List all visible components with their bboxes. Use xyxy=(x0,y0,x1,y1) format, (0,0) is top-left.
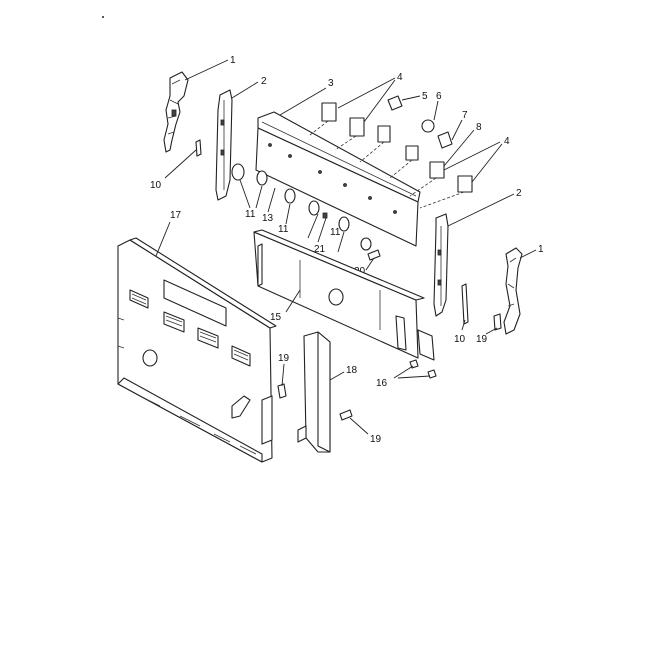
leader-4b-1 xyxy=(443,141,501,171)
leader-21-2 xyxy=(317,217,327,243)
rear-bracket-part xyxy=(297,331,331,453)
screw-16a-part xyxy=(409,359,419,369)
callout-10b: 10 xyxy=(454,334,466,345)
leader-1b xyxy=(519,249,537,259)
callout-7: 7 xyxy=(462,110,468,121)
callout-4a: 4 xyxy=(397,72,403,83)
leader-13 xyxy=(267,187,276,213)
leader-11c xyxy=(337,231,345,253)
leader-17 xyxy=(155,221,171,257)
leader-5 xyxy=(401,95,421,101)
callout-5: 5 xyxy=(422,91,428,102)
leader-18 xyxy=(329,371,345,381)
leader-7 xyxy=(451,119,463,141)
callout-8: 8 xyxy=(476,122,482,133)
callout-15: 15 xyxy=(270,312,282,323)
leader-3 xyxy=(279,87,327,116)
leader-16-1 xyxy=(393,365,414,379)
knobs-part xyxy=(231,163,372,251)
leader-6 xyxy=(433,100,439,121)
leader-15 xyxy=(285,289,301,313)
control-panel-part xyxy=(255,111,421,247)
callout-3: 3 xyxy=(328,78,334,89)
callout-17: 17 xyxy=(170,210,182,221)
callout-10a: 10 xyxy=(150,180,162,191)
leader-2b xyxy=(447,193,515,227)
callout-1a: 1 xyxy=(230,55,236,66)
screw-19c-part xyxy=(339,409,353,421)
leader-11a-2 xyxy=(255,185,263,209)
screw-20-part xyxy=(367,249,381,261)
left-clip-part xyxy=(195,139,202,157)
callout-1b: 1 xyxy=(538,244,544,255)
right-side-bracket-part xyxy=(433,213,449,317)
leader-19a xyxy=(281,363,285,387)
leader-4b-2 xyxy=(471,143,503,183)
leader-1a xyxy=(184,59,229,81)
leader-4a-1 xyxy=(337,77,396,109)
callout-2b: 2 xyxy=(516,188,522,199)
switch-parts xyxy=(309,95,473,209)
leader-2a xyxy=(231,81,259,99)
leader-11b xyxy=(285,203,291,225)
backguard-part xyxy=(117,237,277,463)
screw-19b-part xyxy=(493,313,502,331)
callout-11b: 11 xyxy=(278,224,289,235)
callout-13: 13 xyxy=(262,213,274,224)
callout-19a: 19 xyxy=(278,353,290,364)
leader-10b xyxy=(461,319,466,331)
leader-16-2 xyxy=(397,375,431,379)
callout-21: 21 xyxy=(314,244,326,255)
leader-19c xyxy=(349,417,369,435)
callout-11a: 11 xyxy=(245,209,256,220)
callout-11c: 11 xyxy=(330,227,341,238)
screw-16b-part xyxy=(427,369,437,379)
manifold-panel-part xyxy=(253,229,435,361)
left-end-cap-part xyxy=(163,71,189,153)
corner-dot xyxy=(102,16,104,18)
callout-16: 16 xyxy=(376,378,388,389)
leader-8 xyxy=(443,129,475,167)
callout-4b: 4 xyxy=(504,136,510,147)
callout-19c: 19 xyxy=(370,434,382,445)
callout-2a: 2 xyxy=(261,76,267,87)
leader-21-1 xyxy=(307,213,319,239)
left-side-bracket-part xyxy=(215,89,233,201)
leader-11a-1 xyxy=(239,179,251,209)
leader-20 xyxy=(365,257,375,271)
callout-19b: 19 xyxy=(476,334,488,345)
screw-19a-part xyxy=(277,383,287,399)
leader-10a xyxy=(164,149,197,179)
right-clip-part xyxy=(461,283,469,325)
leader-4a-2 xyxy=(363,79,396,123)
leader-19b xyxy=(485,327,498,335)
callout-6: 6 xyxy=(436,91,442,102)
callout-18: 18 xyxy=(346,365,358,376)
right-end-cap-part xyxy=(503,247,523,335)
